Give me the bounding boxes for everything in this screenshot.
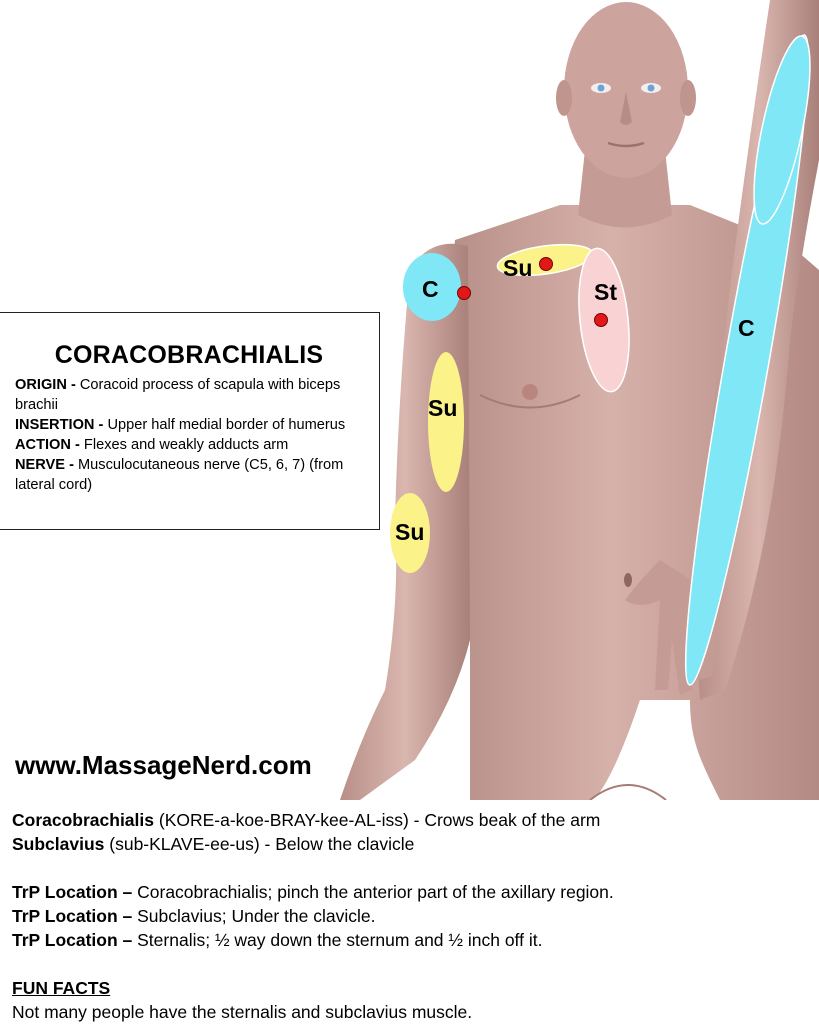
notes-section: Coracobrachialis (KORE-a-koe-BRAY-kee-AL… — [12, 808, 812, 1024]
action-label: ACTION - — [15, 437, 80, 453]
coracobrachialis-shoulder-overlay — [403, 253, 461, 321]
pron-text: (sub-KLAVE-ee-us) - Below the clavicle — [104, 834, 415, 854]
action-line: ACTION - Flexes and weakly adducts arm — [15, 435, 365, 455]
insertion-label: INSERTION - — [15, 417, 104, 433]
label-coracobrachialis-shoulder: C — [422, 276, 439, 302]
pron-text: (KORE-a-koe-BRAY-kee-AL-iss) - Crows bea… — [154, 810, 601, 830]
trp-line: TrP Location – Sternalis; ½ way down the… — [12, 928, 812, 952]
label-coracobrachialis-arm: C — [738, 315, 755, 341]
trp-label: TrP Location – — [12, 930, 133, 950]
navel — [624, 573, 632, 587]
trp-text: Subclavius; Under the clavicle. — [132, 906, 376, 926]
trp-label: TrP Location – — [12, 906, 133, 926]
nerve-text: Musculocutaneous nerve (C5, 6, 7) (from … — [15, 457, 344, 493]
fun-facts-heading: FUN FACTS — [12, 978, 111, 998]
pronunciation-line: Subclavius (sub-KLAVE-ee-us) - Below the… — [12, 832, 812, 856]
nerve-label: NERVE - — [15, 457, 74, 473]
trp-text: Sternalis; ½ way down the sternum and ½ … — [132, 930, 543, 950]
label-subclavius-upper-arm: Su — [428, 395, 457, 421]
trp-line: TrP Location – Subclavius; Under the cla… — [12, 904, 812, 928]
origin-line: ORIGIN - Coracoid process of scapula wit… — [15, 375, 365, 415]
trp-text: Coracobrachialis; pinch the anterior par… — [132, 882, 614, 902]
insertion-text: Upper half medial border of humerus — [107, 417, 346, 433]
subclavius-upper-arm-overlay — [428, 352, 464, 492]
trp-line: TrP Location – Coracobrachialis; pinch t… — [12, 880, 812, 904]
ear-left — [556, 80, 572, 116]
trigger-point-sternalis — [594, 313, 608, 327]
nerve-line: NERVE - Musculocutaneous nerve (C5, 6, 7… — [15, 455, 365, 495]
origin-label: ORIGIN - — [15, 377, 76, 393]
fun-facts-text: Not many people have the sternalis and s… — [12, 1002, 473, 1022]
origin-text: Coracoid process of scapula with biceps … — [15, 377, 341, 413]
nose — [620, 92, 632, 125]
trigger-point-coracobrachialis — [457, 286, 471, 300]
action-text: Flexes and weakly adducts arm — [83, 437, 289, 453]
label-sternalis: St — [594, 279, 617, 305]
label-subclavius-clavicle: Su — [503, 255, 532, 281]
muscle-title: CORACOBRACHIALIS — [54, 341, 324, 369]
nipple — [522, 384, 538, 400]
insertion-line: INSERTION - Upper half medial border of … — [15, 415, 365, 435]
pron-term: Coracobrachialis — [12, 810, 154, 830]
site-url: www.MassageNerd.com — [15, 750, 312, 780]
trigger-point-subclavius — [539, 257, 553, 271]
mouth — [607, 141, 645, 148]
muscle-info-box: CORACOBRACHIALIS ORIGIN - Coracoid proce… — [0, 312, 380, 530]
trp-label: TrP Location – — [12, 882, 133, 902]
anatomy-figure: C Su St C Su Su — [340, 0, 819, 800]
head — [564, 2, 688, 178]
pronunciation-line: Coracobrachialis (KORE-a-koe-BRAY-kee-AL… — [12, 808, 812, 832]
label-subclavius-elbow: Su — [395, 519, 424, 545]
muscle-details: ORIGIN - Coracoid process of scapula wit… — [15, 375, 365, 495]
pron-term: Subclavius — [12, 834, 105, 854]
subclavius-elbow-overlay — [390, 493, 430, 573]
ear-right — [680, 80, 696, 116]
coracobrachialis-forearm-overlay — [753, 35, 811, 225]
